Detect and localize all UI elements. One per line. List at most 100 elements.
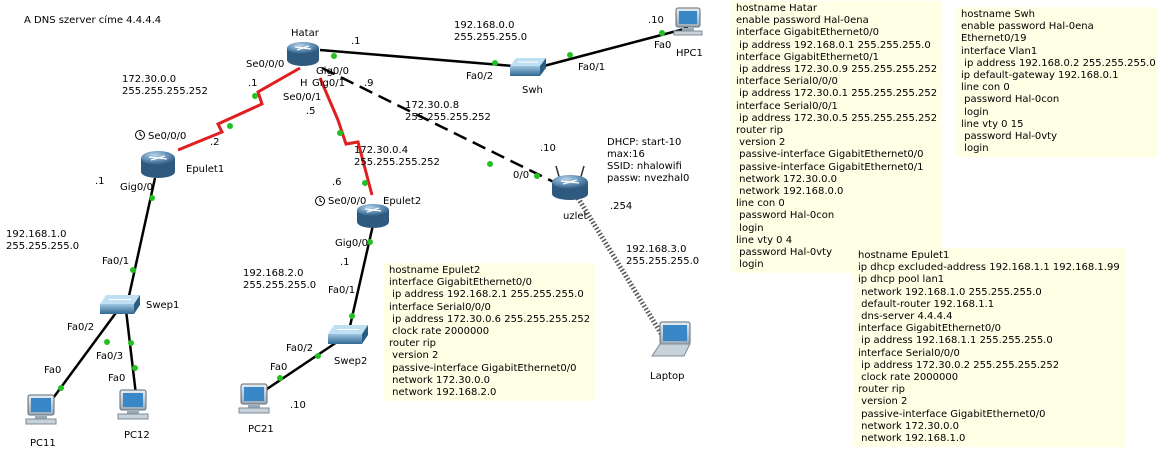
config-line: passive-interface GigabitEthernet0/0	[736, 149, 924, 161]
router-epulet2-icon[interactable]	[357, 204, 389, 228]
device-label-uzlet[interactable]: uzlet	[563, 211, 588, 222]
config-line: network 192.168.1.0	[858, 433, 966, 445]
port-label: .1	[248, 78, 258, 89]
device-label-hatar[interactable]: Hatar	[291, 28, 319, 39]
network-mask: 255.255.255.0	[243, 280, 317, 291]
port-label: .10	[290, 400, 306, 411]
port-label: H	[300, 78, 308, 89]
port-label: Fa0	[270, 362, 288, 373]
dhcp-line: passw: nvezhal0	[607, 173, 690, 184]
network-address: 192.168.0.0	[454, 20, 515, 31]
serial-link-hatar-epulet1[interactable]	[177, 66, 301, 152]
config-line: hostname Epulet1	[858, 250, 950, 261]
link-hatar-swh[interactable]	[319, 48, 526, 69]
pc-pc12-icon[interactable]	[117, 389, 149, 420]
link-swep1-pc12[interactable]	[124, 309, 138, 396]
pc-pc21-icon[interactable]	[238, 383, 270, 414]
dhcp-line: SSID: nhalowifi	[607, 161, 682, 172]
dhcp-line: max:16	[607, 149, 645, 160]
config-line: passive-interface GigabitEthernet0/1	[736, 161, 924, 173]
serial-link-hatar-epulet2[interactable]	[318, 77, 374, 196]
config-line: network 192.168.1.0 255.255.255.0	[858, 286, 1042, 298]
network-mask: 255.255.255.252	[122, 86, 208, 97]
switch-swep1-icon[interactable]	[100, 295, 140, 314]
config-line: network 172.30.0.0	[858, 420, 960, 432]
link-swep2-pc21[interactable]	[257, 338, 341, 397]
dhcp-line: DHCP: start-10	[607, 137, 682, 148]
config-line: router rip	[389, 338, 436, 350]
device-label-hpc1[interactable]: HPC1	[676, 48, 703, 59]
port-label: Fa0/2	[286, 343, 314, 354]
config-line: passive-interface GigabitEthernet0/0	[858, 408, 1046, 420]
port-label: .10	[648, 15, 664, 26]
config-line: ip address 192.168.0.1 255.255.255.0	[736, 39, 931, 51]
config-line: password Hal-0con	[736, 210, 835, 222]
config-line: interface Serial0/0/1	[736, 100, 838, 112]
link-hatar-uzlet[interactable]	[321, 66, 571, 192]
network-address: 192.168.1.0	[6, 229, 67, 240]
port-label: Fa0/1	[328, 285, 356, 296]
config-line: interface Serial0/0/0	[736, 76, 838, 88]
config-line: passive-interface GigabitEthernet0/0	[389, 362, 577, 374]
config-line: line con 0	[961, 82, 1010, 94]
network-mask: 255.255.255.252	[405, 112, 491, 123]
config-line: Ethernet0/19	[961, 33, 1027, 45]
config-line: line vty 0 15	[961, 118, 1024, 130]
wireless-link-uzlet-laptop[interactable]	[575, 196, 665, 337]
config-line: interface Serial0/0/0	[389, 301, 491, 313]
network-mask: 255.255.255.0	[6, 241, 80, 252]
config-line: network 192.168.2.0	[389, 387, 497, 399]
config-line: ip address 192.168.2.1 255.255.255.0	[389, 289, 584, 301]
config-line: dns-server 4.4.4.4	[858, 311, 953, 323]
config-line: interface GigabitEthernet0/0	[736, 27, 879, 39]
device-label-swh[interactable]: Swh	[522, 85, 543, 96]
port-label: 0/0	[513, 170, 530, 181]
device-label-epulet1[interactable]: Epulet1	[186, 164, 225, 175]
config-line: default-router 192.168.1.1	[858, 298, 995, 310]
config-line: login	[961, 143, 989, 155]
pc-hpc1-icon[interactable]	[673, 7, 703, 36]
device-label-swep1[interactable]: Swep1	[146, 300, 180, 311]
device-label-pc12[interactable]: PC12	[124, 430, 150, 441]
router-epulet1-icon[interactable]	[141, 151, 175, 178]
config-line: network 192.168.0.0	[736, 186, 844, 198]
config-line: interface Serial0/0/0	[858, 347, 960, 359]
port-label: Fa0/2	[67, 322, 95, 333]
config-line: version 2	[389, 350, 439, 362]
port-indicators	[58, 30, 665, 391]
device-label-laptop[interactable]: Laptop	[650, 371, 685, 382]
port-label: .9	[364, 78, 374, 89]
config-line: router rip	[858, 384, 905, 396]
port-label: Se0/0/1	[283, 92, 322, 103]
laptop-icon[interactable]	[651, 321, 691, 357]
wireless-router-uzlet-icon[interactable]	[552, 165, 588, 200]
config-line: ip address 172.30.0.6 255.255.255.252	[389, 313, 591, 325]
switch-swep2-icon[interactable]	[328, 325, 368, 344]
config-line: hostname Hatar	[736, 3, 817, 14]
port-label: .254	[610, 201, 633, 212]
router-hatar-icon[interactable]	[287, 42, 319, 66]
config-line: login	[736, 222, 764, 234]
config-line: ip address 192.168.1.1 255.255.255.0	[858, 335, 1053, 347]
dhcp-note: DHCP: start-10 max:16 SSID: nhalowifi pa…	[607, 137, 689, 185]
device-label-epulet2[interactable]: Epulet2	[383, 196, 422, 207]
config-line: hostname Epulet2	[389, 265, 481, 276]
port-label: Se0/0/0	[328, 196, 367, 207]
port-label: .1	[351, 36, 361, 47]
pc-pc11-icon[interactable]	[25, 394, 57, 425]
port-label: .2	[210, 137, 220, 148]
port-label: Fa0	[108, 373, 126, 384]
port-label: Gig0/1	[312, 78, 345, 89]
config-line: ip address 172.30.0.1 255.255.255.252	[736, 88, 938, 100]
port-label: Fa0	[44, 365, 62, 376]
config-line: ip dhcp pool lan1	[858, 274, 945, 286]
device-label-pc21[interactable]: PC21	[248, 424, 274, 435]
switch-swh-icon[interactable]	[510, 58, 546, 76]
device-label-pc11[interactable]: PC11	[30, 438, 56, 449]
port-label: Gig0/0	[316, 66, 349, 77]
device-label-swep2[interactable]: Swep2	[334, 356, 368, 367]
config-line: ip address 192.168.0.2 255.255.255.0	[961, 57, 1156, 69]
network-address: 192.168.3.0	[626, 244, 687, 255]
